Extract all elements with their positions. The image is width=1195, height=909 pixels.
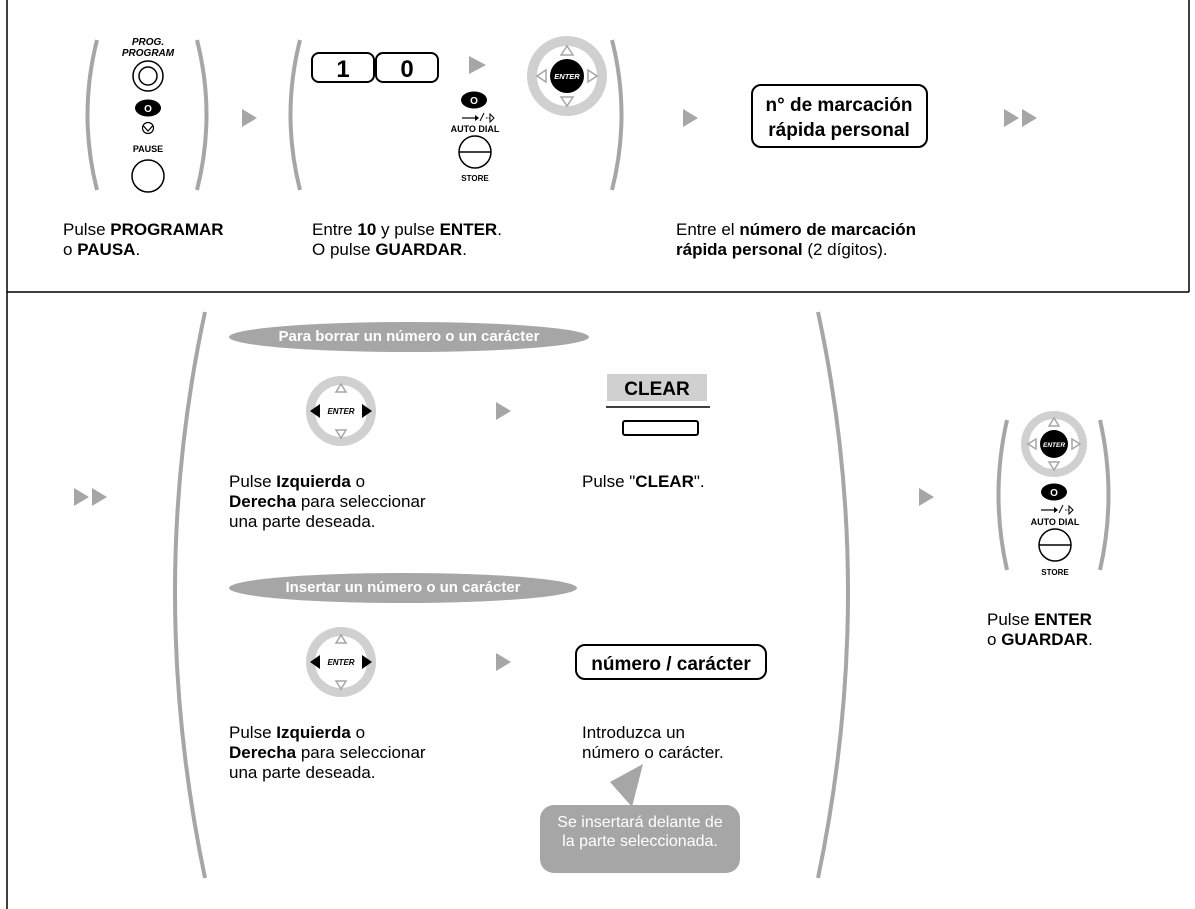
svg-text:ENTER: ENTER [327,658,354,667]
arrow-clear-icon [496,402,511,420]
digit-key-0[interactable]: 0 [375,52,439,83]
o-key-badge: O [461,91,487,109]
double-arrow-2-icon [74,488,107,506]
large-bracket-right [816,311,850,879]
speech-bubble: Se insertará delante de la parte selecci… [540,805,740,873]
step2-caption: Entre 10 y pulse ENTER. O pulse GUARDAR. [312,220,502,259]
step1-keys: PROG. PROGRAM O PAUSE [85,37,209,193]
number-character-box: número / carácter [575,644,767,680]
o-key-badge: O [135,99,161,117]
svg-text:ENTER: ENTER [1043,442,1065,449]
pause-key-label: PAUSE [133,144,163,154]
svg-text:O: O [470,96,478,107]
auto-dial-store-icon [462,112,495,124]
step1-bracket-left [85,39,99,191]
step3-caption: Entre el número de marcación rápida pers… [676,220,916,259]
step1-bracket-right [195,39,209,191]
final-step-caption: Pulse ENTER o GUARDAR. [987,610,1093,649]
navigator-left-right-key[interactable]: ENTER [306,627,376,697]
step1-caption: Pulse PROGRAMAR o PAUSA. [63,220,224,259]
svg-text:n° de marcación: n° de marcación [766,95,913,116]
step2-bracket-right [610,39,624,191]
program-key-button[interactable] [132,60,164,92]
svg-text:número / carácter: número / carácter [591,654,751,675]
arrow-2-icon [683,109,698,127]
arrow-inner-icon [469,56,486,74]
svg-text:O: O [1050,488,1058,499]
svg-text:0: 0 [400,56,413,83]
digit-key-1[interactable]: 1 [311,52,375,83]
svg-text:1: 1 [336,56,349,83]
svg-text:O: O [144,104,152,115]
program-key-label: PROGRAM [122,48,175,59]
auto-dial-label: AUTO DIAL [1031,517,1080,527]
auto-dial-label: AUTO DIAL [451,124,500,134]
store-key-label: STORE [1041,568,1069,577]
auto-dial-store-icon [1041,504,1074,516]
svg-text:CLEAR: CLEAR [624,379,690,400]
final-step-keys: ENTER O AUTO DIAL STORE [996,411,1111,577]
clear-left-caption: Pulse Izquierda o Derecha para seleccion… [229,472,426,531]
large-bracket-left [173,311,207,879]
navigator-left-right-key[interactable]: ENTER [306,376,376,446]
o-key-badge: O [1041,483,1067,501]
arrow-1-icon [242,109,257,127]
prog-key-label: PROG. [132,37,164,48]
arrow-final-icon [919,488,934,506]
arrow-insert-icon [496,653,511,671]
clear-section-header: Para borrar un número o un carácter [229,322,589,352]
insert-section-header: Insertar un número o un carácter [229,573,577,603]
insert-left-caption: Pulse Izquierda o Derecha para seleccion… [229,723,426,782]
insert-right-caption: Introduzca un número o carácter. [582,723,724,762]
svg-text:ENTER: ENTER [327,407,354,416]
pause-key-button[interactable] [131,159,165,193]
svg-text:ENTER: ENTER [554,72,580,81]
clear-right-caption: Pulse "CLEAR". [582,472,705,491]
svg-text:rápida personal: rápida personal [768,120,910,141]
speed-dial-number-box: n° de marcación rápida personal [751,84,928,148]
double-arrow-1-icon [1004,109,1037,127]
store-key-button[interactable] [1038,528,1072,562]
clear-softkey[interactable]: CLEAR [606,374,710,436]
navigator-enter-key[interactable]: ENTER [527,36,607,116]
step2-bracket-left [288,39,302,191]
speech-bubble-tail [610,764,643,807]
store-key-label: STORE [461,174,489,183]
store-key-button[interactable] [458,135,492,169]
step2-keys: 1 0 O AUTO DIAL STORE [288,36,624,191]
navigator-enter-key[interactable]: ENTER [1021,411,1087,477]
pause-icon [141,121,155,135]
